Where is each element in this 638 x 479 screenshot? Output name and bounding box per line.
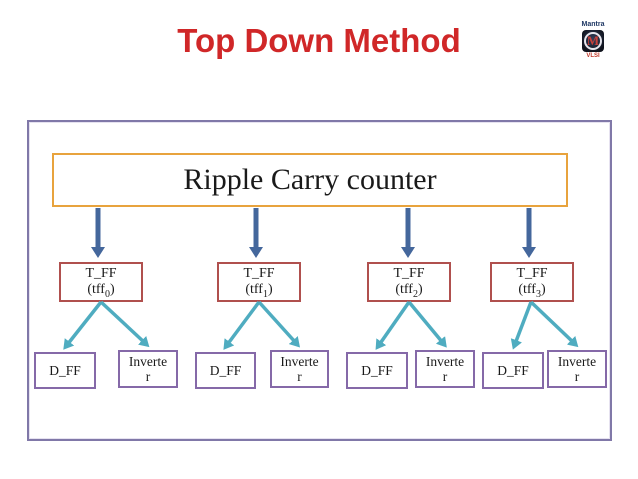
tff2-instance: (tff2) [395, 282, 423, 300]
node-inverter0: Inverte r [118, 350, 178, 388]
mantra-vlsi-logo: Mantra M VLSI [577, 21, 609, 59]
node-dff3: D_FF [482, 352, 544, 389]
tff3-instance: (tff3) [518, 282, 546, 300]
node-dff0: D_FF [34, 352, 96, 389]
root-node-label: Ripple Carry counter [183, 163, 437, 196]
slide-title: Top Down Method [177, 22, 461, 59]
node-inverter2: Inverte r [415, 350, 475, 388]
node-dff2: D_FF [346, 352, 408, 389]
node-inverter3: Inverte r [547, 350, 607, 388]
tff3-name: T_FF [516, 266, 548, 281]
tff0-instance: (tff0) [87, 282, 115, 300]
node-ripple-carry-counter: Ripple Carry counter [52, 153, 568, 207]
node-tff3: T_FF (tff3) [490, 262, 574, 302]
logo-letter: M [586, 32, 600, 48]
node-tff2: T_FF (tff2) [367, 262, 451, 302]
node-tff1: T_FF (tff1) [217, 262, 301, 302]
node-dff1: D_FF [195, 352, 256, 389]
node-inverter1: Inverte r [270, 350, 329, 388]
tff1-instance: (tff1) [245, 282, 273, 300]
tff1-name: T_FF [243, 266, 275, 281]
node-tff0: T_FF (tff0) [59, 262, 143, 302]
logo-ring: M [584, 32, 602, 50]
tff2-name: T_FF [393, 266, 425, 281]
tff0-name: T_FF [85, 266, 117, 281]
logo-m-icon: M [582, 30, 604, 52]
logo-top-text: Mantra [581, 21, 605, 28]
logo-bottom-text: VLSI [586, 53, 600, 59]
